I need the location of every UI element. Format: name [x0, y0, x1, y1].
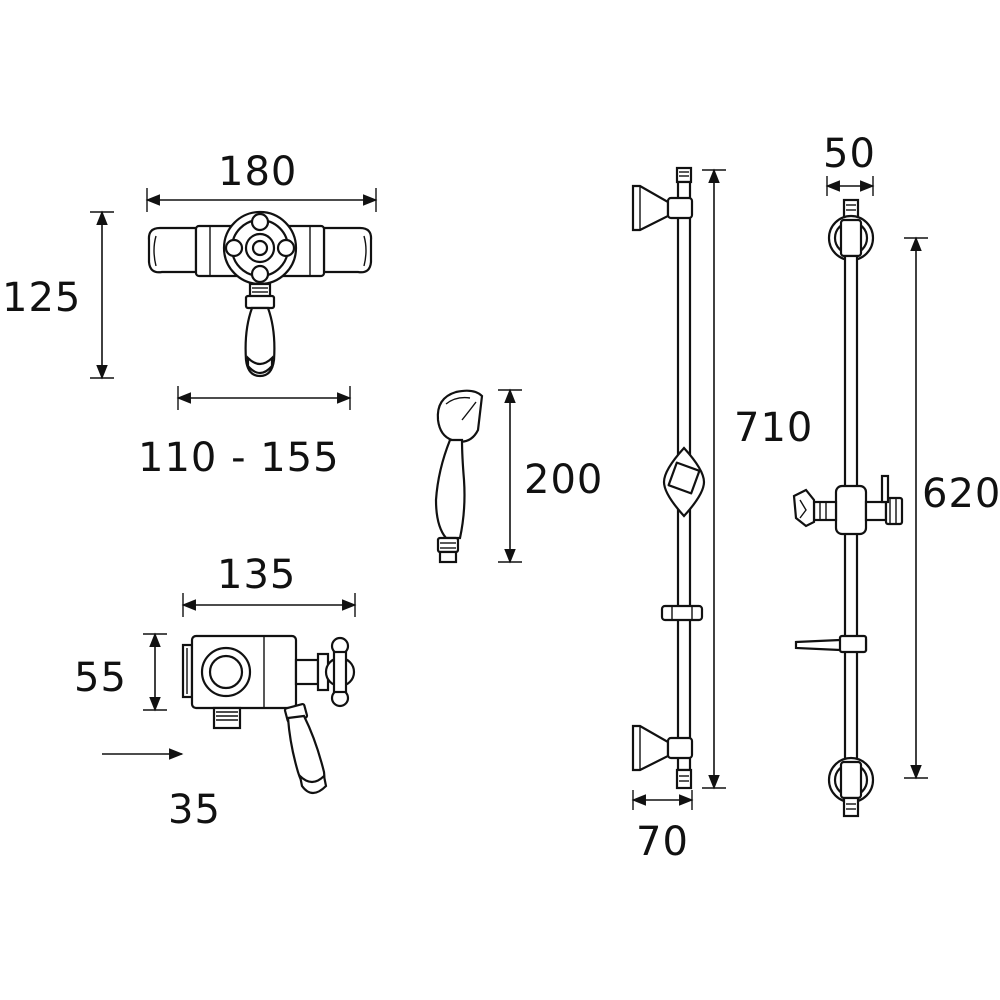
dim-lines-slide-rail [825, 176, 928, 780]
dim-lines-riser [631, 168, 726, 810]
label-riser-length: 710 [734, 405, 814, 451]
label-riser-depth: 70 [636, 819, 689, 865]
dim-lines-front [90, 188, 378, 410]
label-valve-height: 125 [2, 275, 82, 321]
dim-lines-side [102, 593, 357, 760]
valve-side-view [181, 634, 356, 795]
label-valve-projection: 35 [168, 787, 221, 833]
label-handset-length: 200 [524, 457, 604, 503]
dim-lines-handset [498, 388, 522, 564]
label-valve-width: 180 [218, 149, 298, 195]
label-slide-rail-centres: 620 [922, 471, 1000, 517]
riser-rail-drawing [631, 166, 706, 790]
slide-rail-drawing [792, 198, 904, 818]
valve-front-view [147, 210, 373, 378]
handset-drawing [434, 389, 484, 564]
label-valve-side-width: 135 [217, 552, 297, 598]
label-valve-centres: 110 - 155 [138, 435, 340, 481]
label-slide-rail-width: 50 [823, 131, 876, 177]
label-valve-depth: 55 [74, 655, 127, 701]
